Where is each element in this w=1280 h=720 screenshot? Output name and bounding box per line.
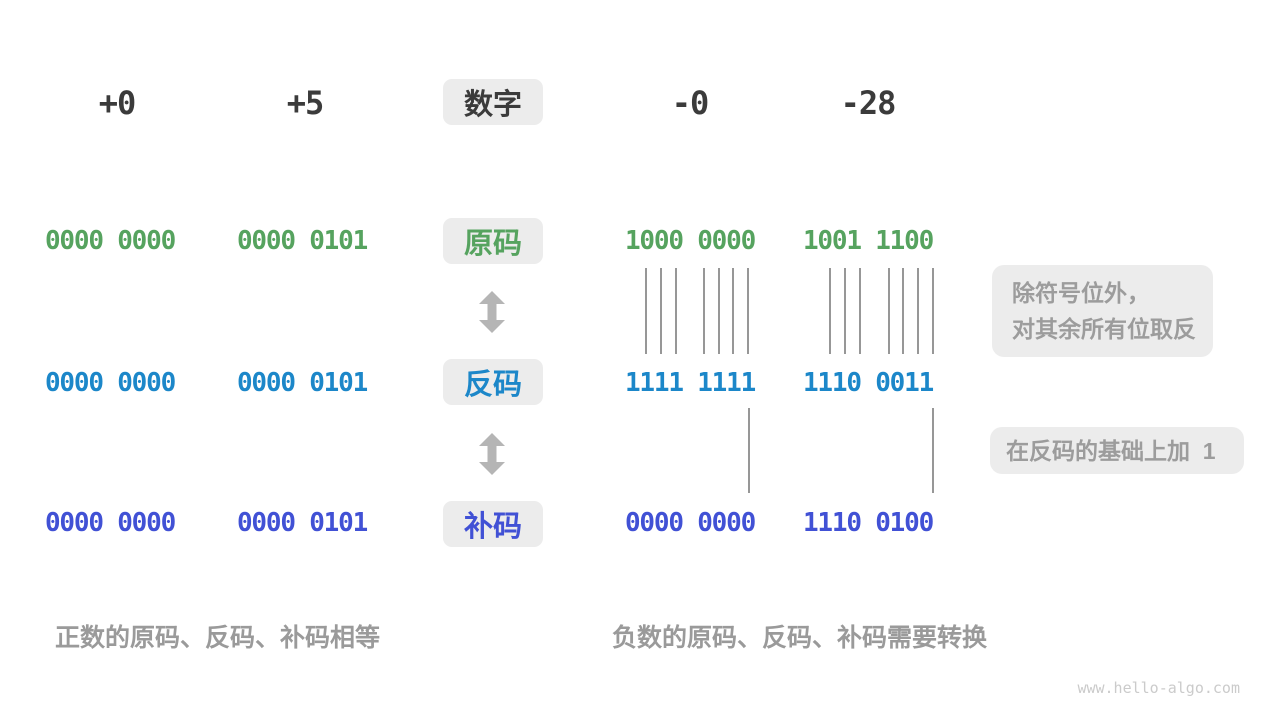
updown-arrow-icon — [479, 433, 505, 475]
tick-line — [645, 268, 647, 354]
binary-value: 0000 0000 — [624, 508, 756, 538]
tick-line — [748, 408, 750, 493]
invert-note-line1: 除符号位外， — [1012, 280, 1150, 306]
binary-value: 1110 0100 — [802, 508, 934, 538]
tick-line — [932, 408, 934, 493]
tick-line — [888, 268, 890, 354]
watermark: www.hello-algo.com — [1077, 679, 1240, 697]
col-header-plus-5: +5 — [286, 84, 325, 122]
binary-value: 1001 1100 — [802, 226, 934, 256]
binary-value: 1000 0000 — [624, 226, 756, 256]
tick-line — [859, 268, 861, 354]
tick-line — [747, 268, 749, 354]
tick-line — [902, 268, 904, 354]
digit-label-box: 数字 — [443, 79, 543, 125]
add-one-note-box: 在反码的基础上加 1 — [990, 427, 1244, 474]
invert-note-box: 除符号位外， 对其余所有位取反 — [992, 265, 1213, 357]
col-header-plus-0: +0 — [98, 84, 137, 122]
binary-value: 0000 0101 — [236, 368, 368, 398]
binary-value: 0000 0101 — [236, 226, 368, 256]
tick-line — [732, 268, 734, 354]
col-header-minus-28: -28 — [840, 84, 897, 122]
negative-caption: 负数的原码、反码、补码需要转换 — [612, 624, 988, 652]
col-header-minus-0: -0 — [671, 84, 710, 122]
invert-note-line2: 对其余所有位取反 — [1012, 316, 1196, 342]
binary-value: 0000 0101 — [236, 508, 368, 538]
binary-value: 0000 0000 — [44, 226, 176, 256]
twos-complement-box: 补码 — [443, 501, 543, 547]
tick-line — [829, 268, 831, 354]
binary-value: 1110 0011 — [802, 368, 934, 398]
sign-magnitude-box: 原码 — [443, 218, 543, 264]
binary-value: 1111 1111 — [624, 368, 756, 398]
updown-arrow-icon — [479, 291, 505, 333]
tick-line — [675, 268, 677, 354]
tick-line — [718, 268, 720, 354]
positive-caption: 正数的原码、反码、补码相等 — [55, 624, 381, 652]
tick-line — [660, 268, 662, 354]
tick-line — [844, 268, 846, 354]
ones-complement-box: 反码 — [443, 359, 543, 405]
tick-line — [703, 268, 705, 354]
add-one-note-text: 在反码的基础上加 1 — [1006, 437, 1216, 464]
tick-line — [917, 268, 919, 354]
tick-line — [932, 268, 934, 354]
binary-value: 0000 0000 — [44, 368, 176, 398]
binary-value: 0000 0000 — [44, 508, 176, 538]
